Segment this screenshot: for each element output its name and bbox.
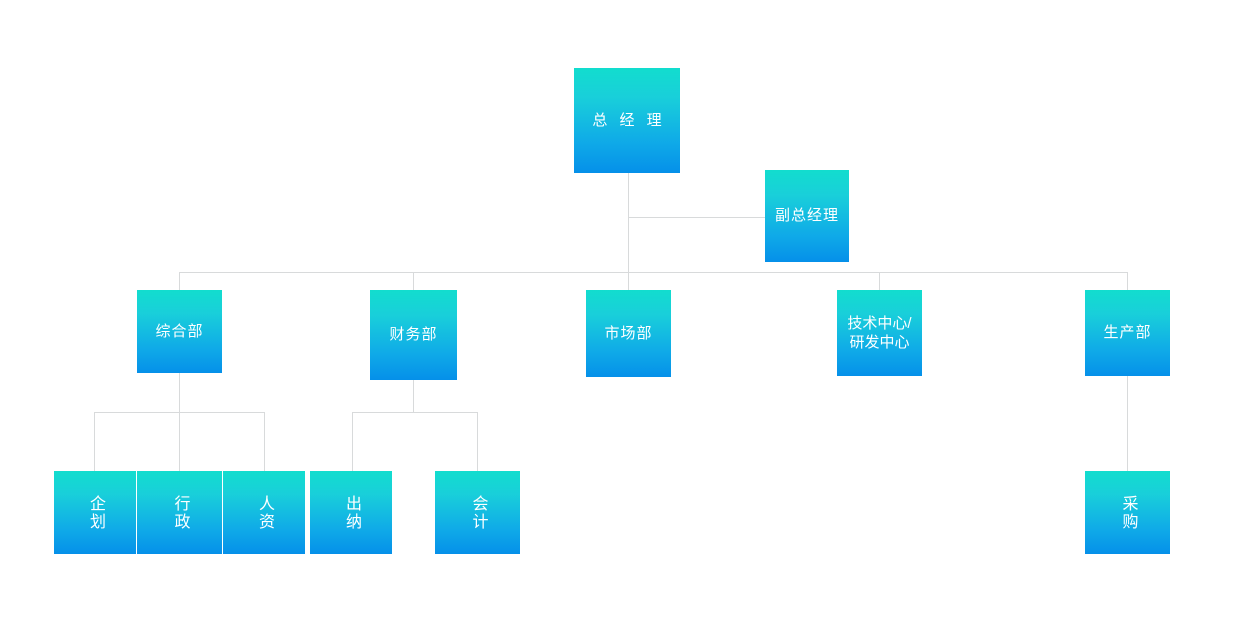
node-planning-unit-label: 企划: [87, 494, 104, 531]
node-planning-unit[interactable]: 企划: [54, 471, 136, 554]
connector-drop-hr: [264, 412, 265, 471]
connector-gm-to-deputy: [628, 217, 765, 218]
connector-drop-cashier: [352, 412, 353, 471]
connector-drop-planning: [94, 412, 95, 471]
node-marketing-dept-label: 市场部: [604, 324, 653, 342]
connector-drop-tech: [879, 272, 880, 290]
node-production-dept[interactable]: 生产部: [1085, 290, 1170, 376]
node-deputy-general-manager-label: 副总经理: [774, 207, 839, 225]
node-cashier-unit[interactable]: 出纳: [310, 471, 392, 554]
node-administration-unit-label: 行政: [171, 494, 189, 531]
connector-general-stem: [179, 373, 180, 412]
node-accounting-unit-label: 会计: [469, 494, 487, 531]
node-purchasing-unit-label: 采购: [1119, 494, 1137, 531]
node-tech-rd-center[interactable]: 技术中心/ 研发中心: [837, 290, 922, 376]
node-tech-rd-center-label: 技术中心/ 研发中心: [847, 314, 912, 351]
connector-finance-stem: [413, 380, 414, 412]
connector-gm-trunk: [628, 173, 629, 272]
connector-level1-bus: [179, 272, 1127, 273]
connector-drop-market: [628, 272, 629, 290]
node-general-manager-label: 总 经 理: [592, 111, 666, 129]
connector-drop-accounting: [477, 412, 478, 471]
node-general-affairs-dept-label: 综合部: [155, 322, 204, 340]
connector-drop-admin: [179, 412, 180, 471]
node-administration-unit[interactable]: 行政: [137, 471, 222, 554]
node-deputy-general-manager[interactable]: 副总经理: [765, 170, 849, 262]
node-accounting-unit[interactable]: 会计: [435, 471, 520, 554]
node-cashier-unit-label: 出纳: [343, 494, 360, 531]
node-finance-dept[interactable]: 财务部: [370, 290, 457, 380]
node-hr-unit-label: 人资: [256, 494, 273, 531]
connector-prod-to-purchase: [1127, 376, 1128, 471]
node-hr-unit[interactable]: 人资: [223, 471, 305, 554]
connector-drop-finance: [413, 272, 414, 290]
connector-drop-general: [179, 272, 180, 290]
node-marketing-dept[interactable]: 市场部: [586, 290, 671, 377]
node-finance-dept-label: 财务部: [389, 326, 438, 344]
node-production-dept-label: 生产部: [1103, 324, 1152, 342]
connector-finance-bus: [352, 412, 477, 413]
connector-drop-prod: [1127, 272, 1128, 290]
node-general-affairs-dept[interactable]: 综合部: [137, 290, 222, 373]
node-general-manager[interactable]: 总 经 理: [574, 68, 680, 173]
node-purchasing-unit[interactable]: 采购: [1085, 471, 1170, 554]
